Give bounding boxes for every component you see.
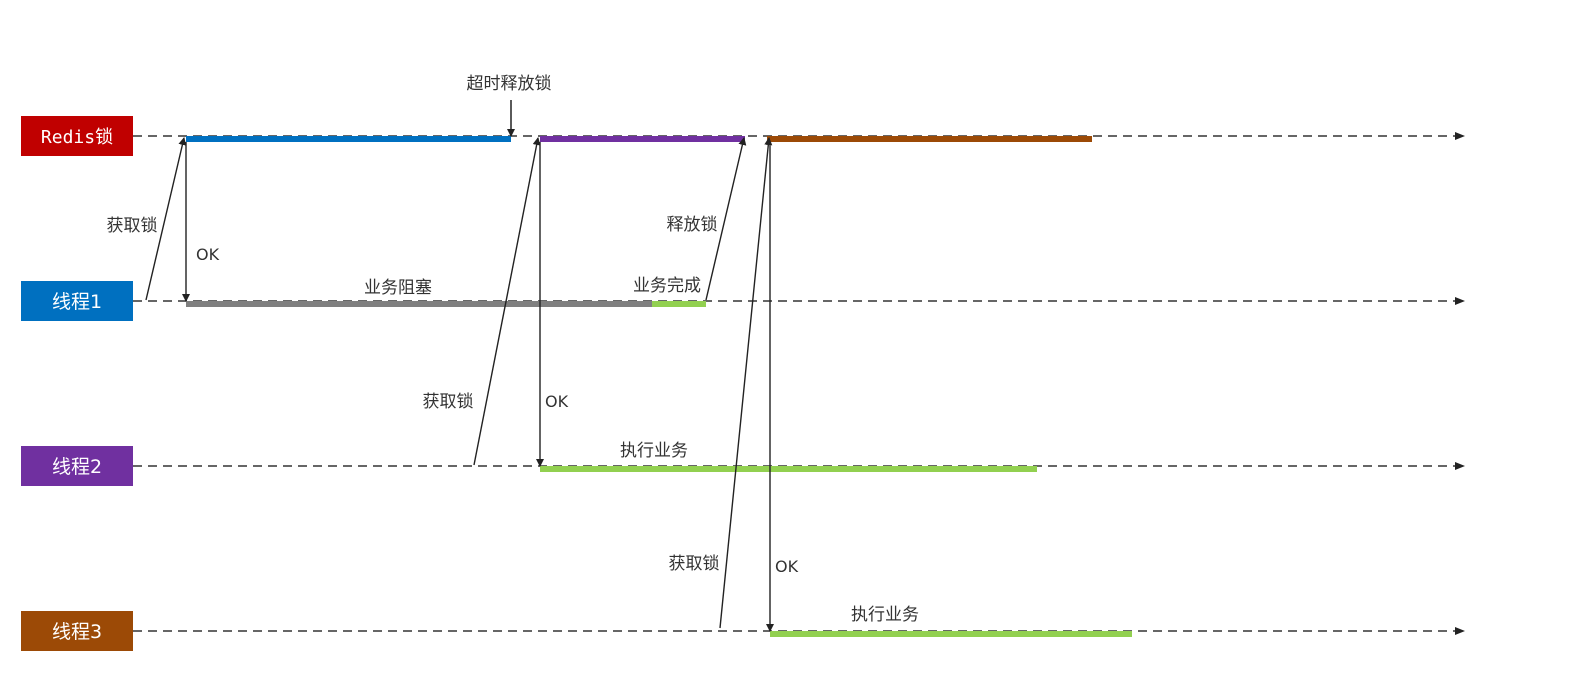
acquire-lock-arrow-thread3 — [719, 137, 773, 629]
lane-box-thread3 — [21, 611, 133, 651]
business-blocked-label: 业务阻塞 — [364, 278, 432, 298]
release-lock-label: 释放锁 — [667, 215, 718, 235]
lane-label-thread2-text: 线程2 — [52, 456, 102, 478]
ok-label-3: OK — [775, 557, 799, 576]
execute-business-label-3: 执行业务 — [851, 605, 919, 625]
lock-held-thread2-bar — [540, 136, 745, 142]
lane-label-thread3: 线程3 — [21, 611, 133, 651]
acquire-lock-label-2: 获取锁 — [423, 392, 474, 412]
thread2-business-bar — [540, 466, 1037, 472]
acquire-lock-label-3: 获取锁 — [669, 554, 720, 574]
thread3-business-bar — [770, 631, 1132, 637]
lock-held-thread3-bar — [767, 136, 1092, 142]
acquire-lock-arrow-thread1 — [145, 137, 187, 301]
thread1-blocked-bar — [186, 301, 652, 307]
lane-box-thread1 — [21, 281, 133, 321]
business-done-label: 业务完成 — [633, 276, 701, 296]
lane-label-redis-text: Redis锁 — [41, 127, 113, 148]
lane-label-thread2: 线程2 — [21, 446, 133, 486]
lane-box-thread2 — [21, 446, 133, 486]
lane-label-thread3-text: 线程3 — [52, 621, 102, 643]
acquire-lock-arrow-thread2 — [473, 137, 541, 466]
ok-label-1: OK — [196, 245, 220, 264]
execute-business-label-2: 执行业务 — [620, 441, 688, 461]
ok-label-2: OK — [545, 392, 569, 411]
lane-box-redis — [21, 116, 133, 156]
lane-label-redis: Redis锁 — [21, 116, 133, 156]
lock-held-thread1-bar — [186, 136, 511, 142]
lane-label-thread1-text: 线程1 — [52, 291, 102, 313]
timeout-release-label: 超时释放锁 — [467, 74, 552, 94]
thread1-done-bar — [652, 301, 706, 307]
lane-label-thread1: 线程1 — [21, 281, 133, 321]
release-lock-arrow-thread1 — [705, 137, 747, 301]
acquire-lock-label-1: 获取锁 — [107, 216, 158, 236]
